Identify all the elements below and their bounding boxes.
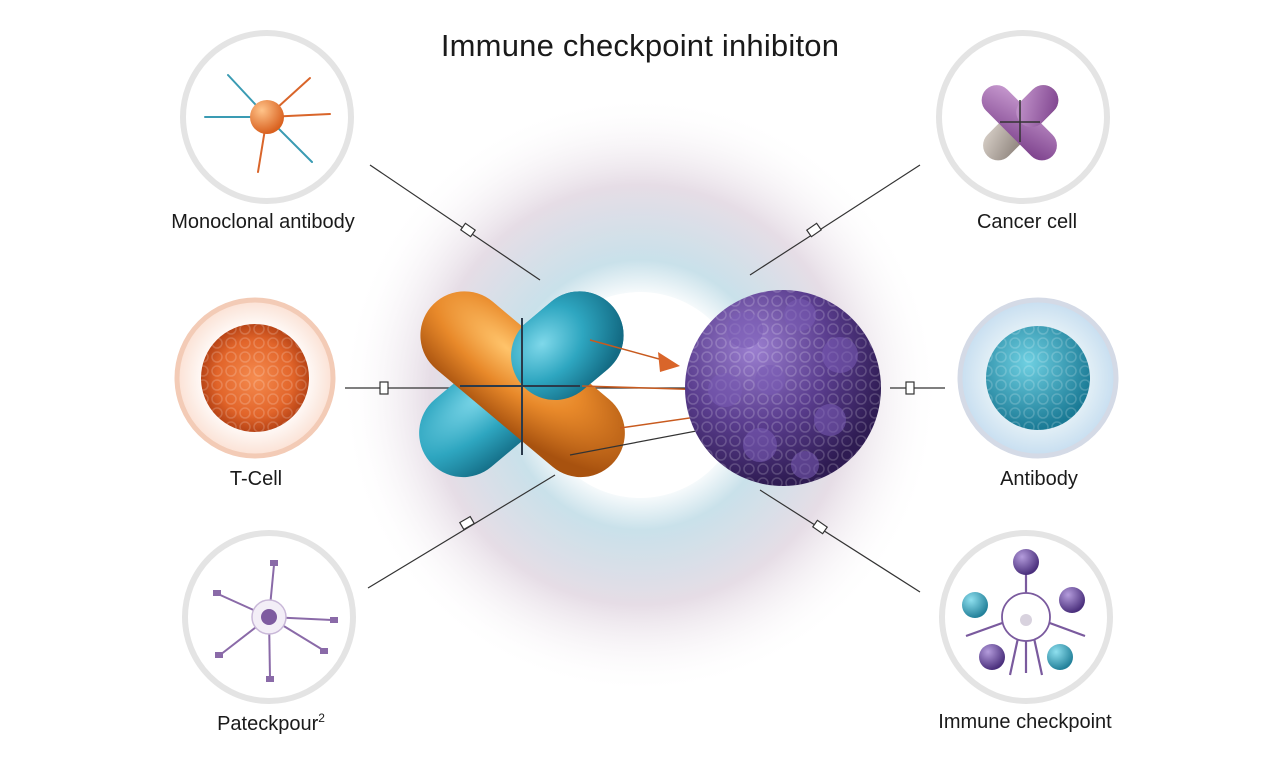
panel-monoclonal-antibody bbox=[180, 30, 354, 204]
label-antibody: Antibody bbox=[1000, 468, 1078, 490]
label-t-cell: T-Cell bbox=[229, 468, 283, 490]
label-pateckpour-text: Pateckpour bbox=[217, 713, 319, 735]
central-cancer-cell bbox=[685, 290, 881, 486]
panel-pateckpour bbox=[182, 530, 356, 704]
panel-antibody bbox=[957, 297, 1119, 459]
label-immune-checkpoint: Immune checkpoint bbox=[938, 711, 1112, 733]
label-monoclonal-antibody: Monoclonal antibody bbox=[171, 211, 355, 233]
panel-t-cell bbox=[174, 297, 336, 459]
antibody-x-shape bbox=[419, 291, 625, 478]
label-pateckpour: Pateckpour2 bbox=[217, 711, 325, 736]
label-pateckpour-superscript: 2 bbox=[318, 711, 325, 725]
panel-cancer-cell bbox=[936, 30, 1110, 204]
page-title: Immune checkpoint inhibiton bbox=[440, 28, 840, 63]
panel-immune-checkpoint bbox=[939, 530, 1113, 704]
connector-glyphs bbox=[379, 222, 915, 535]
label-cancer-cell: Cancer cell bbox=[976, 211, 1078, 233]
